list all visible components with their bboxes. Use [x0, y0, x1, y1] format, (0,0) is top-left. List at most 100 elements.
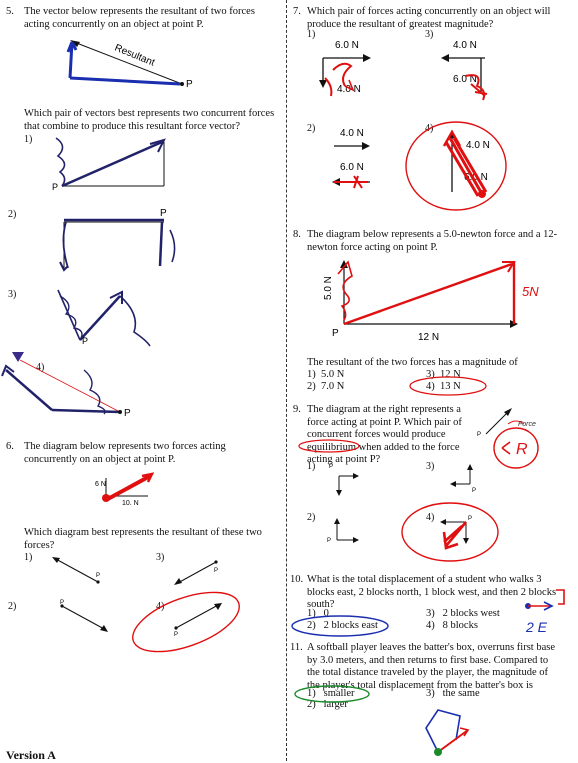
q7-option-2[interactable]: 2) — [307, 123, 316, 134]
q6-option-3-diagram[interactable]: P — [170, 556, 230, 588]
q8-number: 8. — [293, 229, 301, 240]
q7-option-3[interactable]: 3) — [425, 29, 434, 40]
q8-point-label: P — [332, 328, 339, 339]
q11-number: 11. — [290, 642, 303, 653]
q7-stem: 7. Which pair of forces acting concurren… — [293, 6, 573, 30]
q11-choice-1[interactable]: 1) smaller — [307, 688, 355, 701]
q9-option-3-diagram[interactable]: P — [446, 462, 486, 498]
q9-equilibrium-circle — [298, 439, 360, 453]
q8-choice-2[interactable]: 2) 7.0 N — [307, 381, 344, 394]
q10-choice-1[interactable]: 1) 0 — [307, 608, 329, 621]
svg-text:P: P — [52, 182, 58, 192]
q11-choice-3[interactable]: 3) the same — [426, 688, 480, 701]
q11-stem-line2: by 3.0 meters, and then returns to first… — [307, 654, 549, 666]
q9-option-2[interactable]: 2) — [307, 512, 316, 523]
q6-option-1[interactable]: 1) — [24, 552, 33, 563]
q6-option-4[interactable]: 4) — [156, 601, 165, 612]
q8-choice-1[interactable]: 1) 5.0 N — [307, 369, 344, 382]
q7-opt4-4n: 4.0 N — [466, 140, 490, 151]
q5-option-2-diagram[interactable]: P — [50, 206, 180, 276]
q6-force-diagram: 6 N 10. N — [95, 472, 155, 507]
q6-prompt: Which diagram best represents the result… — [24, 527, 284, 552]
q7-option-2-diagram[interactable]: 4.0 N 6.0 N — [330, 124, 390, 192]
svg-text:P: P — [160, 208, 167, 219]
svg-text:P: P — [82, 336, 88, 346]
q5-option-3[interactable]: 3) — [8, 289, 17, 300]
q10-choice-3-text: 2 blocks west — [442, 608, 500, 619]
q11-answer-circle — [294, 685, 370, 703]
q8-choice-4[interactable]: 4) 13 N — [426, 381, 461, 394]
q5-resultant-diagram: Resultant P — [66, 40, 193, 90]
q5-prompt-line2: that combine to produce this resultant f… — [24, 120, 241, 132]
q8-choice-3[interactable]: 3) 12 N — [426, 369, 461, 382]
svg-text:P: P — [96, 573, 100, 579]
q6-stem-line2: concurrently on an object at point P. — [24, 453, 176, 465]
q9-option-4[interactable]: 4) — [426, 512, 435, 523]
q9-option-3[interactable]: 3) — [426, 461, 435, 472]
q8-stem-line2: newton force acting on point P. — [307, 241, 438, 253]
q10-stem-line2: blocks east, 2 blocks north, 1 block wes… — [307, 586, 557, 598]
q5-option-4-diagram[interactable]: P — [0, 350, 135, 420]
q10-choice-4-num: 4) — [426, 620, 435, 631]
q9-option-2-diagram[interactable]: P — [325, 514, 365, 550]
q11-sketch — [425, 709, 470, 756]
q10-stem-line3: south? — [307, 599, 335, 610]
q10-choice-2-text: 2 blocks east — [323, 620, 378, 631]
q6-prompt-line2: forces? — [24, 539, 55, 551]
q8-choice-1-text: 5.0 N — [321, 369, 345, 380]
q7-stem-line1: Which pair of forces acting concurrently… — [307, 6, 551, 17]
q7-option-4-diagram[interactable]: 4.0 N 6.0 N — [400, 118, 510, 218]
q5-resultant-label: Resultant — [113, 43, 156, 69]
q6-option-2-diagram[interactable]: P — [56, 600, 116, 636]
q6-option-2[interactable]: 2) — [8, 601, 17, 612]
q6-force-b-label: 10. N — [122, 500, 139, 507]
q5-option-2[interactable]: 2) — [8, 209, 17, 220]
q9-option-4-diagram[interactable]: P — [400, 500, 500, 564]
q8-prompt: The resultant of the two forces has a ma… — [307, 357, 518, 368]
q10-handwriting: 2 E — [525, 619, 548, 635]
q7-option-1-diagram[interactable]: 6.0 N 4.0 N — [315, 36, 375, 100]
svg-text:P: P — [214, 568, 218, 574]
q9-option-1-diagram[interactable]: P — [325, 462, 365, 498]
q11-choice-1-num: 1) — [307, 688, 316, 699]
q10-choice-2[interactable]: 2) 2 blocks east — [307, 620, 378, 633]
q5-stem: 5. The vector below represents the resul… — [6, 6, 281, 30]
q7-opt3-6n: 6.0 N — [453, 74, 477, 85]
q5-stem-line1: The vector below represents the resultan… — [24, 6, 255, 17]
q9-force-label: Force — [518, 421, 536, 428]
q5-option-3-diagram[interactable]: P — [50, 284, 160, 347]
q10-choice-3[interactable]: 3) 2 blocks west — [426, 608, 500, 621]
q10-choice-1-num: 1) — [307, 608, 316, 619]
q10-answer-circle — [291, 615, 389, 637]
q10-choice-4-text: 8 blocks — [442, 620, 478, 631]
q11-choice-3-num: 3) — [426, 688, 435, 699]
q7-option-3-diagram[interactable]: 4.0 N 6.0 N — [435, 36, 495, 101]
q7-option-1[interactable]: 1) — [307, 29, 316, 40]
q8-horizontal-label: 12 N — [418, 332, 439, 343]
q6-stem-line1: The diagram below represents two forces … — [24, 441, 226, 452]
q5-option-4[interactable]: 4) — [36, 362, 45, 373]
q7-number: 7. — [293, 6, 301, 17]
q11-stem-line3: the total distance traveled by the playe… — [307, 667, 548, 678]
q9-stem-line2: force acting at point P. Which pair of — [307, 416, 462, 428]
q9-stem-line1: The diagram at the right represents a — [307, 404, 461, 415]
svg-text:P: P — [468, 516, 472, 522]
q6-option-1-diagram[interactable]: P — [50, 556, 110, 590]
q6-number: 6. — [6, 441, 14, 452]
q10-choice-4[interactable]: 4) 8 blocks — [426, 620, 478, 633]
q10-choice-2-num: 2) — [307, 620, 316, 631]
q5-option-1[interactable]: 1) — [24, 134, 33, 145]
q6-option-4-diagram[interactable]: P — [130, 591, 245, 654]
q10-choice-3-num: 3) — [426, 608, 435, 619]
q8-choice-4-text: 13 N — [440, 381, 461, 392]
q11-choice-2[interactable]: 2) larger — [307, 699, 348, 712]
q6-force-a-label: 6 N — [95, 481, 106, 488]
q11-stem-line1: A softball player leaves the batter's bo… — [307, 642, 555, 653]
q5-option-1-diagram[interactable]: P — [40, 132, 180, 192]
q6-option-3[interactable]: 3) — [156, 552, 165, 563]
q9-handwriting: R — [516, 441, 528, 458]
q11-stem: 11. A softball player leaves the batter'… — [290, 642, 572, 691]
q9-option-1[interactable]: 1) — [307, 461, 316, 472]
q7-opt1-4n: 4.0 N — [337, 84, 361, 95]
svg-text:P: P — [327, 538, 331, 544]
